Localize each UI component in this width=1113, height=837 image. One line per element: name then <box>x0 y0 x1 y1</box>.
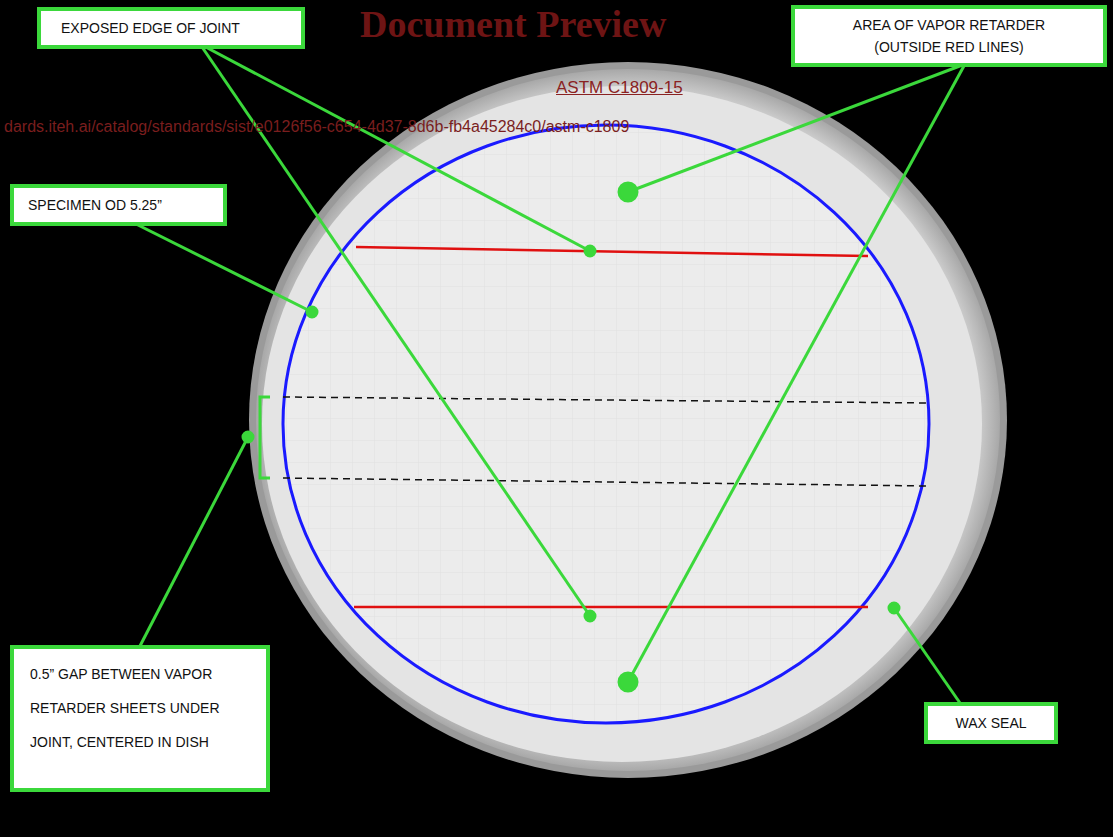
callout-box: SPECIMEN OD 5.25” <box>10 184 227 226</box>
wax-seal <box>262 86 982 762</box>
callout-box: 0.5” GAP BETWEEN VAPOR RETARDER SHEETS U… <box>10 645 270 792</box>
callout-text: SPECIMEN OD 5.25” <box>28 196 211 214</box>
watermark-url: dards.iteh.ai/catalog/standards/sist/e01… <box>4 118 629 136</box>
callout-text: 0.5” GAP BETWEEN VAPOR RETARDER SHEETS U… <box>30 657 230 759</box>
callout-text: WAX SEAL <box>940 714 1042 732</box>
callout-box: AREA OF VAPOR RETARDER (OUTSIDE RED LINE… <box>791 5 1107 67</box>
leader-line <box>130 221 312 312</box>
specimen <box>283 125 929 723</box>
leader-dot <box>243 432 253 442</box>
gap-line <box>283 397 929 403</box>
callout-box: EXPOSED EDGE OF JOINT <box>37 7 305 49</box>
leader-line <box>200 44 590 251</box>
leader-dot <box>889 603 899 613</box>
leader-line <box>140 437 248 646</box>
specimen-outline <box>283 125 929 723</box>
leader-dot <box>307 307 317 317</box>
callout-text: AREA OF VAPOR RETARDER (OUTSIDE RED LINE… <box>829 14 1069 58</box>
leader-line <box>628 64 965 682</box>
gap-line <box>283 478 929 486</box>
callout-text: EXPOSED EDGE OF JOINT <box>61 19 289 37</box>
leader-line <box>894 608 960 703</box>
leader-dot <box>585 246 595 256</box>
leader-dot <box>585 611 595 621</box>
leader-dot <box>619 183 637 201</box>
joint-edge-line <box>354 606 868 609</box>
callout-box: WAX SEAL <box>924 702 1058 744</box>
gap-bracket <box>260 397 270 478</box>
watermark: Document Preview <box>360 2 666 46</box>
leader-dot <box>619 673 637 691</box>
joint-edge-line <box>356 247 868 256</box>
specimen-texture <box>283 125 929 723</box>
watermark-code: ASTM C1809-15 <box>556 78 683 98</box>
dish-rim <box>249 62 1007 778</box>
dish <box>256 69 1000 771</box>
